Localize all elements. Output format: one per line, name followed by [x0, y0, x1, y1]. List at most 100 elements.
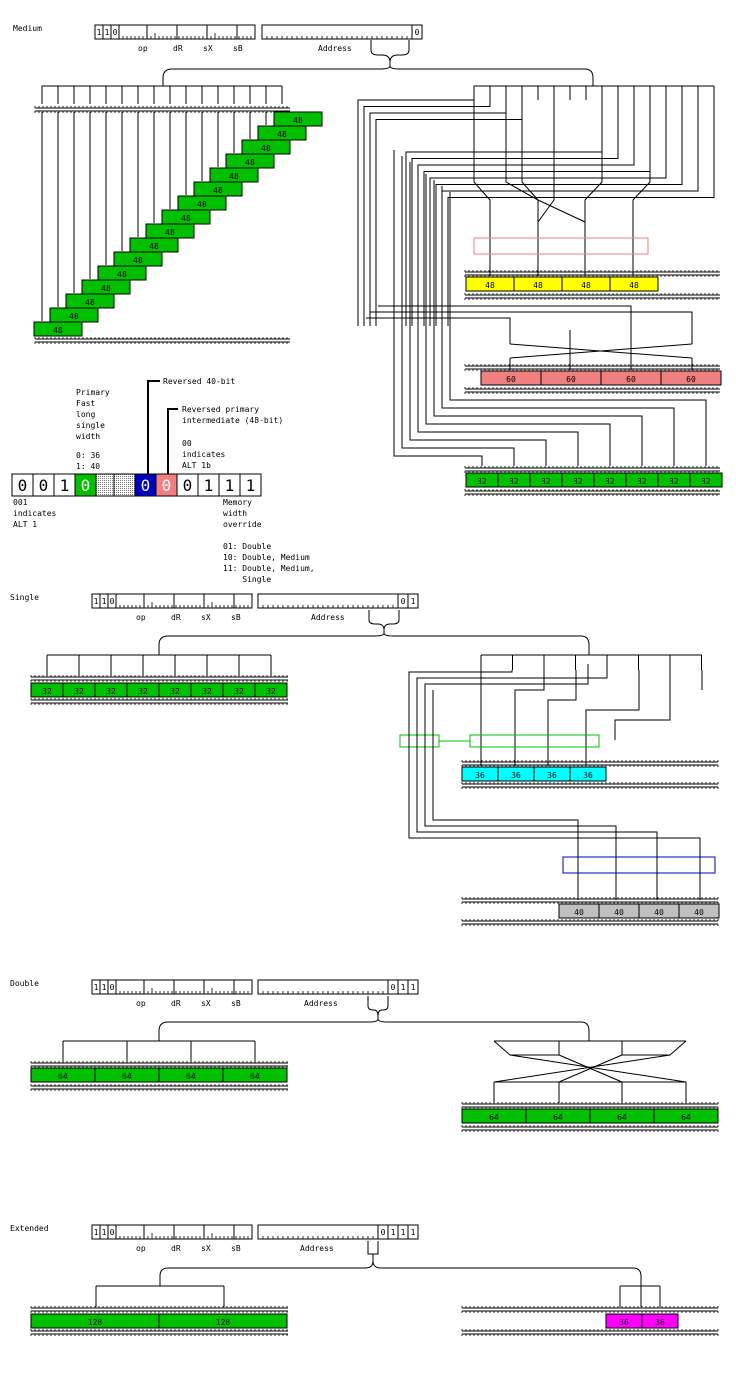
stair-label: 48 [85, 298, 95, 307]
cyan-ruler [461, 760, 719, 767]
primary-opt-2: 1: 40 [76, 462, 100, 471]
single-left-bottom-ruler [30, 698, 288, 705]
stair-label: 48 [229, 172, 239, 181]
stair-label: 48 [293, 116, 303, 125]
block-label: 48 [581, 281, 591, 290]
suffix-bit: 1 [391, 1228, 396, 1237]
extended-left-ruler [30, 1306, 288, 1313]
format-bit: 1 [246, 476, 256, 495]
address-ticks [262, 1236, 374, 1239]
stair-label: 48 [133, 256, 143, 265]
annotation-memory: Memory width override 01: Double 10: Dou… [223, 498, 315, 584]
block-label: 32 [509, 477, 519, 486]
ruler-ticks [461, 1329, 719, 1336]
block-label: 60 [566, 375, 576, 384]
override-2: 10: Double, Medium [223, 553, 310, 562]
stair-label: 48 [101, 284, 111, 293]
data-block [660, 370, 722, 386]
yellow-wire [537, 100, 555, 276]
cyan-wire [547, 670, 577, 766]
data-block [254, 682, 288, 698]
ruler-ticks [461, 1306, 719, 1313]
suffix-bit: 1 [401, 983, 406, 992]
memory-1: Memory [223, 498, 252, 507]
format-bit: 0 [39, 476, 49, 495]
field-dr: dR [173, 44, 183, 53]
block-label: 60 [626, 375, 636, 384]
field-op: op [138, 44, 148, 53]
top-bit-ruler [34, 106, 290, 113]
address-ticks [262, 605, 394, 608]
double-field-labels: op dR sX sB Address [136, 999, 338, 1008]
stair-label: 48 [181, 214, 191, 223]
green-bottom-ruler [464, 489, 720, 496]
override-4: Single [223, 575, 271, 584]
suffix-bit: 0 [401, 597, 406, 606]
block-label: 32 [701, 477, 711, 486]
route-wire [357, 99, 474, 326]
field-address: Address [318, 44, 352, 53]
format-bit: 0 [183, 476, 193, 495]
green-wire [417, 168, 579, 466]
suffix-bit: 1 [411, 983, 416, 992]
suffix-bit: 0 [391, 983, 396, 992]
stair-label: 48 [53, 326, 63, 335]
cross-wire [509, 343, 693, 359]
block-label: 60 [686, 375, 696, 384]
block-label: 64 [186, 1072, 196, 1081]
pink-wire [378, 305, 632, 330]
cyan-wire [585, 670, 640, 766]
yellow-wire [521, 100, 539, 276]
route-wire [405, 100, 603, 326]
pink-wire [366, 317, 511, 330]
net-wire [509, 1054, 687, 1083]
medium-title: Medium [13, 24, 42, 33]
suffix-bit: 0 [415, 28, 420, 37]
data-block [641, 1313, 679, 1329]
route-wire [363, 100, 491, 326]
extended-right-bottom-ruler [461, 1329, 719, 1336]
opcode-ticks [119, 988, 249, 994]
data-block [569, 766, 607, 782]
annotation-lines [147, 380, 178, 474]
data-block [222, 1067, 288, 1083]
alt1-1: 001 [13, 498, 28, 507]
block-label: 36 [619, 1318, 629, 1327]
field-address: Address [300, 1244, 334, 1253]
block-label: 60 [506, 375, 516, 384]
primary-opt-1: 0: 36 [76, 451, 100, 460]
block-label: 36 [511, 771, 521, 780]
ruler-ticks [464, 387, 718, 394]
block-label: 64 [617, 1113, 627, 1122]
route-wire [447, 100, 715, 326]
gray-wire [416, 670, 658, 900]
stair-label: 48 [213, 186, 223, 195]
stair-label: 48 [277, 130, 287, 139]
ruler-ticks [461, 782, 719, 789]
cyan-wire [514, 670, 545, 766]
net-wire [558, 1041, 623, 1083]
data-block [653, 1108, 719, 1124]
block-label: 64 [250, 1072, 260, 1081]
alt1b-1: 00 [182, 439, 192, 448]
field-address: Address [304, 999, 338, 1008]
yellow-wire [584, 100, 603, 222]
green-wire [401, 156, 515, 466]
format-bit: 0 [18, 476, 28, 495]
primary-line-3: long [76, 410, 95, 419]
block-label: 32 [477, 477, 487, 486]
prefix-bit: 0 [110, 983, 115, 992]
prefix-bit: 0 [113, 28, 118, 37]
block-label: 32 [669, 477, 679, 486]
block-label: 48 [533, 281, 543, 290]
extended-title: Extended [10, 1224, 49, 1233]
block-label: 40 [654, 908, 664, 917]
